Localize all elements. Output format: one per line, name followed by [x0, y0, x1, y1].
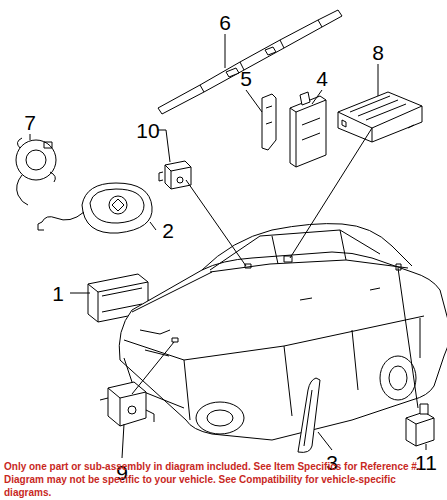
side-impact-airbag — [298, 378, 320, 452]
side-airbag — [290, 92, 326, 167]
callout-number: 6 — [219, 12, 231, 33]
airbag-module — [338, 92, 422, 142]
driver-airbag — [38, 183, 152, 233]
sensor-marker — [172, 338, 178, 342]
disclaimer-caption: Only one part or sub-assembly in diagram… — [4, 460, 444, 499]
callout-number: 10 — [136, 120, 159, 141]
callout-number: 2 — [162, 220, 174, 241]
leader-lines — [30, 34, 426, 458]
callout-number: 1 — [52, 283, 64, 304]
callout-number: 4 — [316, 68, 328, 89]
front-sensor — [159, 161, 191, 189]
impact-sensor — [100, 382, 154, 426]
callout-number: 8 — [372, 42, 384, 63]
sensor-bracket — [262, 94, 276, 150]
clockspring — [16, 138, 56, 205]
callout-number: 7 — [24, 112, 36, 133]
side-sensor — [406, 404, 434, 446]
sedan-body — [119, 224, 447, 440]
callout-number: 5 — [240, 68, 252, 89]
